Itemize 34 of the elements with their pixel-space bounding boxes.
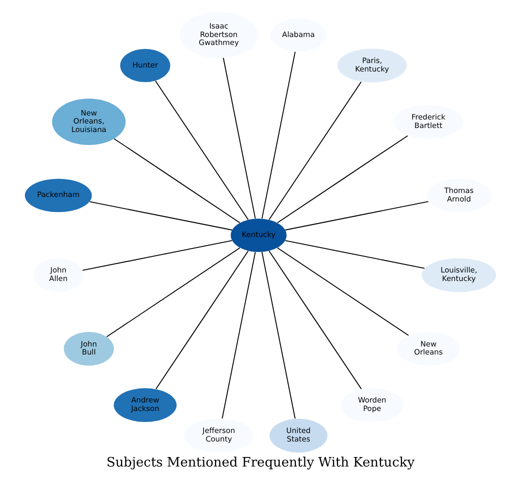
connector bbox=[222, 57, 256, 220]
connector bbox=[268, 250, 362, 390]
connector bbox=[156, 250, 249, 390]
connector bbox=[222, 252, 256, 419]
connector bbox=[284, 201, 429, 230]
node-ellipse: Isaac Robertson Gwathmey bbox=[180, 12, 258, 58]
connector bbox=[262, 51, 296, 220]
diagram-title: Subjects Mentioned Frequently With Kentucky bbox=[106, 456, 415, 471]
node-ellipse: United States bbox=[270, 418, 328, 453]
connector bbox=[262, 252, 296, 419]
node-ellipse: Andrew Jackson bbox=[114, 388, 177, 422]
connector bbox=[277, 135, 408, 224]
connector bbox=[114, 138, 240, 224]
connector bbox=[82, 240, 233, 271]
connector bbox=[106, 247, 240, 338]
node-ellipse: Jefferson County bbox=[184, 418, 254, 453]
node-ellipse: John Bull bbox=[64, 332, 114, 366]
connector bbox=[89, 201, 233, 230]
node-ellipse: Louisville, Kentucky bbox=[422, 258, 496, 292]
node-ellipse: Kentucky bbox=[230, 218, 287, 252]
node-ellipse: Alabama bbox=[270, 18, 326, 52]
node-ellipse: Packenham bbox=[24, 178, 92, 212]
connector bbox=[277, 247, 409, 336]
connector bbox=[284, 240, 425, 269]
node-ellipse: John Allen bbox=[33, 258, 84, 292]
connector bbox=[268, 81, 362, 220]
node-ellipse: Hunter bbox=[120, 48, 170, 82]
node-ellipse: Paris, Kentucky bbox=[337, 48, 407, 82]
node-ellipse: New Orleans, Louisiana bbox=[52, 98, 126, 145]
node-ellipse: Thomas Arnold bbox=[426, 178, 492, 212]
node-ellipse: Frederick Bartlett bbox=[394, 104, 464, 139]
node-ellipse: Worden Pope bbox=[340, 388, 404, 422]
node-ellipse: New Orleans bbox=[397, 332, 460, 366]
connector bbox=[155, 80, 249, 220]
